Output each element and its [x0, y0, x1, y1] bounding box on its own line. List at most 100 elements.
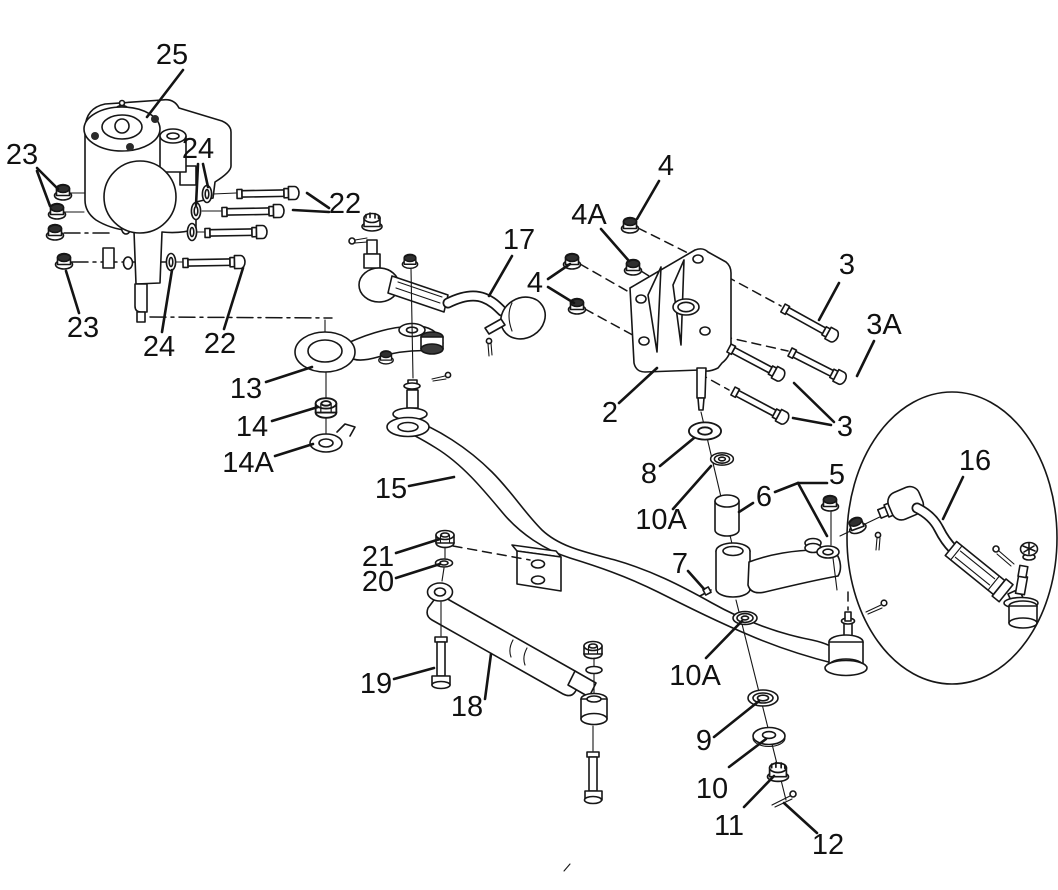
sector-boss	[103, 160, 177, 234]
leader-line-10A	[704, 619, 744, 660]
callout-11: 11	[714, 810, 744, 842]
leader-line-22	[291, 208, 331, 214]
part-bracket-2	[562, 216, 849, 427]
bracket-stud	[696, 367, 707, 399]
part-seal-10A-lower	[732, 610, 758, 626]
leader-line-4A	[599, 227, 631, 263]
leader-line-23	[64, 269, 81, 315]
callout-3A: 3A	[866, 309, 902, 341]
leader-line-23	[35, 169, 52, 208]
callout-21: 21	[362, 541, 394, 573]
part-nuts-23	[45, 183, 74, 270]
callout-7: 7	[672, 548, 688, 580]
leader-line-25	[145, 68, 185, 119]
callout-17: 17	[503, 224, 535, 256]
leader-line-3	[817, 281, 841, 322]
callout-2: 2	[602, 397, 618, 429]
leader-line-24	[201, 162, 210, 189]
part-bolt-19	[431, 636, 451, 690]
part-nut-5	[820, 494, 840, 512]
leader-line-10	[727, 737, 768, 769]
leader-line-14	[270, 405, 320, 423]
leader-line-3	[792, 381, 836, 424]
callout-23: 23	[67, 312, 99, 344]
leader-line-18	[483, 652, 493, 701]
leader-line-6	[773, 481, 800, 494]
callout-24: 24	[143, 331, 175, 363]
callout-4: 4	[527, 267, 543, 299]
callout-22: 22	[329, 188, 361, 220]
callout-20: 20	[362, 566, 394, 598]
part-drag-link-17	[348, 212, 546, 421]
callout-10A: 10A	[669, 660, 721, 692]
leader-line-9	[712, 699, 761, 739]
damper-bracket	[511, 544, 562, 592]
callout-leader-lines	[35, 68, 965, 835]
callout-16: 16	[959, 445, 991, 477]
part-washer-10	[752, 726, 786, 748]
damper-bushing	[580, 692, 608, 726]
callout-9: 9	[696, 725, 712, 757]
leader-line-5	[796, 481, 829, 538]
callout-4: 4	[658, 150, 674, 182]
part-seal-10A-upper	[709, 452, 735, 466]
part-tie-rod-16	[839, 485, 1039, 629]
leader-line-12	[782, 801, 819, 835]
callout-13: 13	[230, 373, 262, 405]
leader-line-3	[791, 416, 833, 427]
leader-line-23	[35, 166, 60, 191]
callout-10A: 10A	[635, 504, 687, 536]
tie-rod-end	[992, 541, 1039, 629]
callout-19: 19	[360, 668, 392, 700]
callout-3: 3	[839, 249, 855, 281]
leader-line-22	[222, 266, 245, 331]
leader-line-15	[407, 475, 456, 488]
leader-line-8	[658, 436, 696, 468]
part-washer-9	[747, 689, 779, 707]
leader-line-7	[686, 569, 706, 591]
leader-line-14A	[273, 442, 315, 458]
part-lockwasher-14A	[309, 423, 356, 453]
leader-line-4	[635, 179, 661, 221]
adjuster-sleeve	[944, 540, 1014, 603]
leader-line-13	[264, 365, 314, 384]
leader-line-22	[305, 191, 331, 210]
part-bushing-6	[714, 494, 740, 537]
leader-line-4	[546, 285, 576, 305]
callout-4A: 4A	[571, 199, 607, 231]
callout-10: 10	[696, 773, 728, 805]
leader-line-3A	[855, 339, 876, 378]
part-damper-18	[426, 529, 608, 805]
callout-25: 25	[156, 39, 188, 71]
leader-line-17	[487, 254, 514, 298]
callout-14: 14	[236, 411, 268, 443]
leader-line-2	[617, 366, 659, 405]
callout-24: 24	[182, 133, 214, 165]
link-ball-stud	[824, 591, 888, 677]
callout-14A: 14A	[222, 447, 274, 479]
callout-18: 18	[451, 691, 483, 723]
construction-lines	[63, 192, 333, 319]
leader-line-19	[392, 666, 436, 681]
callout-15: 15	[375, 473, 407, 505]
stray-mark	[563, 863, 571, 872]
leader-line-24	[160, 268, 174, 334]
leader-line-6	[737, 501, 755, 514]
part-lower-stack	[732, 599, 797, 808]
part-nut-4A	[623, 258, 643, 276]
bushing	[420, 331, 444, 355]
callout-8: 8	[641, 458, 657, 490]
callout-12: 12	[812, 829, 844, 861]
callout-23: 23	[6, 139, 38, 171]
leader-line-24	[194, 162, 200, 207]
sector-shaft	[134, 283, 148, 313]
leader-line-16	[941, 475, 965, 521]
part-steering-gear-25	[83, 98, 232, 323]
callout-5: 5	[829, 459, 845, 491]
highlight-ellipse	[846, 391, 1058, 685]
ball-housing	[887, 485, 925, 521]
callout-3: 3	[837, 411, 853, 443]
